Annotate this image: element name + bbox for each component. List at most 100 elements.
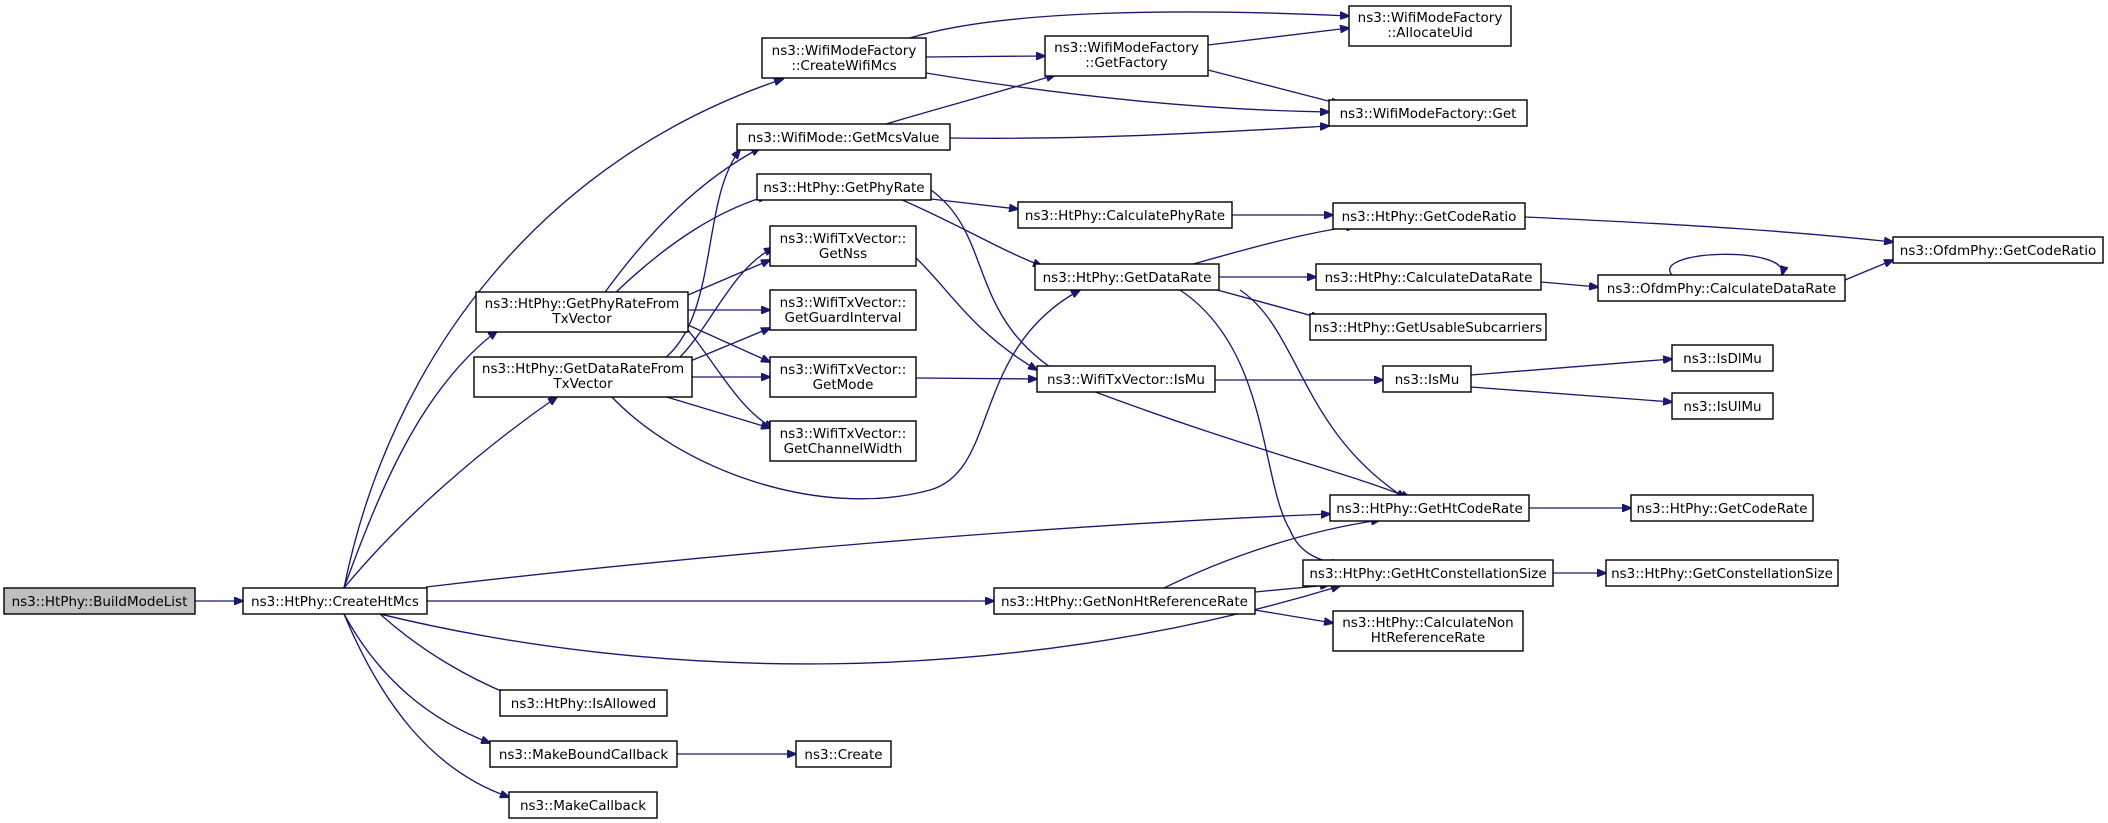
- node-label: ns3::MakeCallback: [520, 798, 646, 814]
- edge-getnss-txvectorismu: [915, 257, 1037, 370]
- node-label: ns3::WifiModeFactory: [1054, 40, 1199, 56]
- node-create[interactable]: ns3::Create: [795, 740, 892, 768]
- node-get-constellation-size[interactable]: ns3::HtPhy::GetConstellationSize: [1605, 559, 1839, 587]
- node-label: HtReferenceRate: [1371, 630, 1485, 646]
- node-get-code-rate[interactable]: ns3::HtPhy::GetCodeRate: [1630, 494, 1814, 522]
- node-get-ht-constellation-size[interactable]: ns3::HtPhy::GetHtConstellationSize: [1302, 559, 1554, 587]
- node-label: ns3::Create: [804, 747, 882, 763]
- edge-getmcsvalue-factoryget: [949, 126, 1329, 139]
- edge-getphyrate-gethtcoderate: [930, 189, 1410, 498]
- node-create-ht-mcs[interactable]: ns3::HtPhy::CreateHtMcs: [242, 587, 428, 615]
- node-label: GetMode: [813, 377, 874, 393]
- node-get-ht-code-rate[interactable]: ns3::HtPhy::GetHtCodeRate: [1329, 494, 1530, 522]
- edge-dataratefromtxvector-getchannelwidth: [659, 394, 770, 428]
- node-calculate-non-ht-reference-rate[interactable]: ns3::HtPhy::CalculateNon HtReferenceRate: [1332, 610, 1524, 652]
- edge-getfactory-allocateuid: [1207, 28, 1349, 46]
- node-label: ns3::HtPhy::GetConstellationSize: [1611, 566, 1833, 582]
- edge-getdatarate-gethtconstellationsize: [1179, 289, 1340, 565]
- edge-dataratefromtxvector-getdatarate: [609, 290, 1080, 500]
- edge-phyratefromtxvector-getchannelwidth: [687, 329, 773, 428]
- edge-createwifimcs-allocateuid: [909, 11, 1349, 39]
- node-calculate-data-rate[interactable]: ns3::HtPhy::CalculateDataRate: [1315, 263, 1542, 291]
- node-label: ns3::HtPhy::GetDataRateFrom: [482, 361, 684, 377]
- node-ofdm-get-code-ratio[interactable]: ns3::OfdmPhy::GetCodeRatio: [1892, 236, 2104, 264]
- node-label: ns3::HtPhy::CalculateNon: [1342, 615, 1514, 631]
- node-label: GetNss: [819, 246, 867, 262]
- node-label: ns3::WifiTxVector::: [780, 362, 907, 378]
- node-label: ns3::WifiTxVector::IsMu: [1047, 372, 1205, 388]
- node-get-phy-rate-from-txvector[interactable]: ns3::HtPhy::GetPhyRateFrom TxVector: [475, 291, 689, 333]
- edge-createwifimcs-factoryget: [925, 72, 1329, 112]
- node-label: TxVector: [552, 376, 613, 392]
- node-get-factory[interactable]: ns3::WifiModeFactory ::GetFactory: [1044, 35, 1209, 77]
- node-label: ns3::HtPhy::GetHtConstellationSize: [1309, 566, 1546, 582]
- node-get-code-ratio[interactable]: ns3::HtPhy::GetCodeRatio: [1332, 202, 1526, 230]
- node-build-mode-list[interactable]: ns3::HtPhy::BuildModeList: [3, 587, 196, 615]
- edge-createhtmcs-gethtcoderate: [425, 514, 1330, 588]
- node-label: ns3::WifiModeFactory: [1358, 10, 1503, 26]
- edge-getnonhtreferencerate-calculatenonhtreferencerate: [1254, 609, 1333, 623]
- node-label: ns3::HtPhy::GetNonHtReferenceRate: [1001, 594, 1248, 610]
- node-label: TxVector: [551, 311, 612, 327]
- edge-createhtmcs-makecallback: [343, 613, 509, 797]
- edge-createhtmcs-gethtconstellationsize: [379, 586, 1340, 665]
- node-label: GetGuardInterval: [785, 310, 902, 326]
- node-txvector-is-mu[interactable]: ns3::WifiTxVector::IsMu: [1036, 365, 1216, 393]
- node-label: ns3::HtPhy::IsAllowed: [511, 696, 656, 712]
- node-label: ns3::WifiTxVector::: [780, 295, 907, 311]
- edge-createhtmcs-getphyratefromtxvector: [343, 331, 497, 589]
- node-get-data-rate-from-txvector[interactable]: ns3::HtPhy::GetDataRateFrom TxVector: [473, 356, 693, 398]
- nodes: ns3::HtPhy::BuildModeList ns3::HtPhy::Cr…: [3, 5, 2104, 819]
- node-label: ns3::HtPhy::BuildModeList: [12, 594, 188, 610]
- node-factory-get[interactable]: ns3::WifiModeFactory::Get: [1328, 99, 1528, 127]
- edge-ofdmcalculatedatarate-ofdmgetcoderatio: [1844, 260, 1893, 281]
- node-get-guard-interval[interactable]: ns3::WifiTxVector:: GetGuardInterval: [769, 289, 917, 331]
- node-get-usable-subcarriers[interactable]: ns3::HtPhy::GetUsableSubcarriers: [1309, 313, 1547, 341]
- node-label: ns3::IsUlMu: [1683, 399, 1761, 415]
- edge-getphyrate-calculatephyrate: [930, 198, 1018, 209]
- node-get-phy-rate[interactable]: ns3::HtPhy::GetPhyRate: [756, 173, 932, 201]
- node-label: ns3::WifiMode::GetMcsValue: [748, 130, 940, 146]
- node-get-mcs-value[interactable]: ns3::WifiMode::GetMcsValue: [736, 123, 951, 151]
- node-get-mode[interactable]: ns3::WifiTxVector:: GetMode: [769, 356, 917, 398]
- edge-createhtmcs-makeboundcallback: [343, 613, 490, 743]
- node-create-wifi-mcs[interactable]: ns3::WifiModeFactory ::CreateWifiMcs: [761, 37, 927, 79]
- node-make-callback[interactable]: ns3::MakeCallback: [508, 791, 658, 819]
- node-get-non-ht-reference-rate[interactable]: ns3::HtPhy::GetNonHtReferenceRate: [993, 587, 1256, 615]
- node-label: ns3::HtPhy::GetUsableSubcarriers: [1314, 320, 1542, 336]
- node-label: ns3::WifiModeFactory::Get: [1340, 106, 1517, 122]
- node-allocate-uid[interactable]: ns3::WifiModeFactory ::AllocateUid: [1348, 5, 1512, 47]
- node-is-ul-mu[interactable]: ns3::IsUlMu: [1671, 392, 1774, 420]
- node-is-dl-mu[interactable]: ns3::IsDlMu: [1671, 344, 1774, 372]
- node-label: ns3::OfdmPhy::CalculateDataRate: [1607, 281, 1836, 297]
- edge-createhtmcs-isallowed: [379, 613, 521, 699]
- node-calculate-phy-rate[interactable]: ns3::HtPhy::CalculatePhyRate: [1017, 201, 1233, 229]
- node-is-allowed[interactable]: ns3::HtPhy::IsAllowed: [499, 689, 668, 717]
- node-label: ::GetFactory: [1085, 55, 1167, 71]
- node-label: ns3::WifiTxVector::: [780, 426, 907, 442]
- node-is-mu[interactable]: ns3::IsMu: [1382, 365, 1472, 393]
- node-label: ns3::HtPhy::GetHtCodeRate: [1336, 501, 1523, 517]
- node-label: ns3::HtPhy::GetPhyRate: [763, 180, 924, 196]
- node-ofdm-calculate-data-rate[interactable]: ns3::OfdmPhy::CalculateDataRate: [1597, 274, 1846, 302]
- node-get-data-rate[interactable]: ns3::HtPhy::GetDataRate: [1034, 263, 1220, 291]
- edge-getdatarate-gethtcoderate: [1239, 289, 1405, 498]
- edge-dataratefromtxvector-getmcsvalue: [659, 150, 740, 363]
- edges: [195, 11, 1893, 797]
- node-get-nss[interactable]: ns3::WifiTxVector:: GetNss: [769, 225, 917, 267]
- node-label: ns3::HtPhy::CalculatePhyRate: [1025, 208, 1225, 224]
- edge-calculatedatarate-ofdmcalculatedatarate: [1540, 281, 1598, 287]
- node-label: ::CreateWifiMcs: [791, 58, 896, 74]
- node-label: ns3::HtPhy::GetDataRate: [1043, 270, 1212, 286]
- node-label: ns3::WifiModeFactory: [772, 43, 917, 59]
- edge-ofdmcalculatedatarate-self: [1668, 253, 1783, 275]
- node-get-channel-width[interactable]: ns3::WifiTxVector:: GetChannelWidth: [769, 420, 917, 462]
- node-label: ns3::MakeBoundCallback: [499, 747, 669, 763]
- node-label: ns3::HtPhy::CalculateDataRate: [1325, 270, 1533, 286]
- node-make-bound-callback[interactable]: ns3::MakeBoundCallback: [489, 740, 678, 768]
- node-label: ns3::IsDlMu: [1683, 351, 1762, 367]
- edge-phyratefromtxvector-getmcsvalue: [602, 148, 760, 296]
- edge-dataratefromtxvector-getnss: [674, 248, 773, 363]
- edge-getnonhtreferencerate-gethtcoderate: [1159, 520, 1380, 591]
